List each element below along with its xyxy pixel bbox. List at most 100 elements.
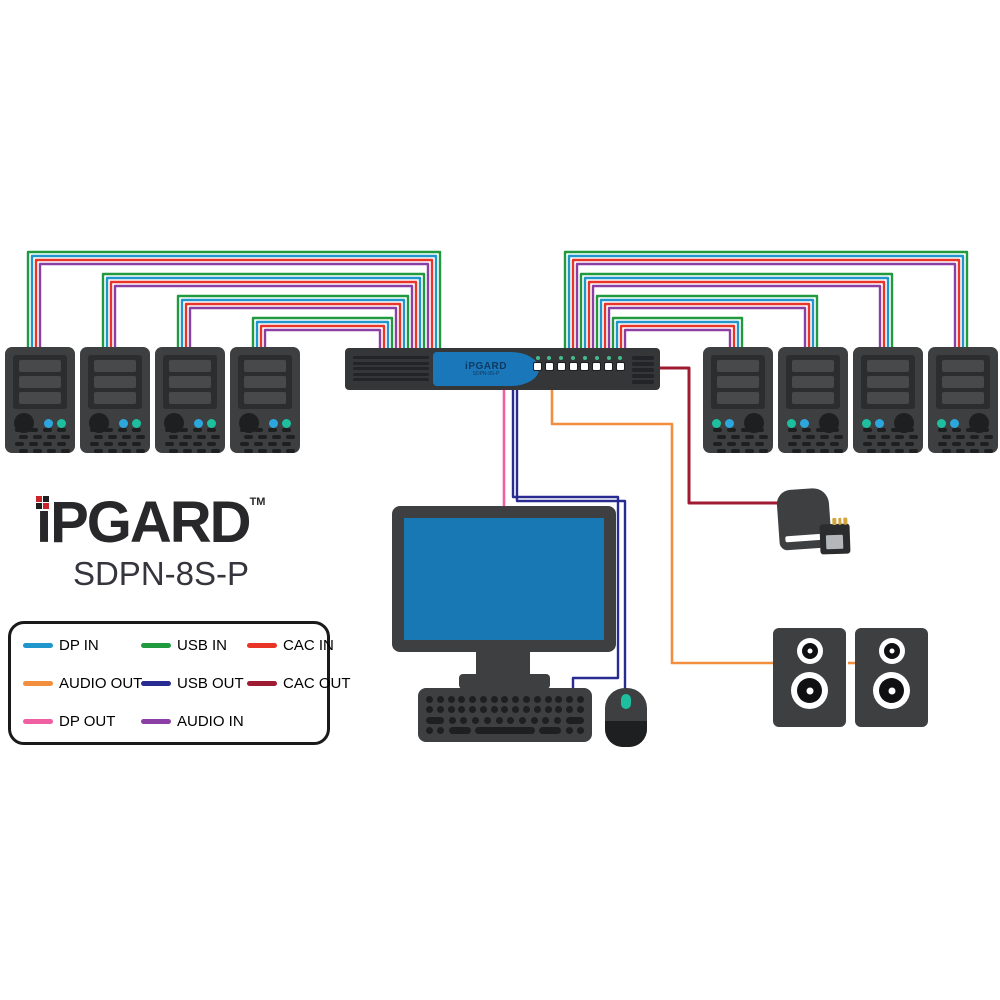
cable-dp_in-pc2 (105, 276, 422, 356)
computer-tower-5 (703, 347, 773, 453)
kvm-channel-3 (556, 356, 566, 371)
cable-cac_in-pc3 (184, 302, 402, 356)
drive-slot (867, 376, 909, 388)
drive-slot (942, 392, 984, 404)
key (448, 726, 471, 734)
front-leds (119, 418, 141, 428)
legend-swatch-usb_out (141, 681, 171, 686)
drive-slot (792, 376, 834, 388)
cable-dp_in-pc6 (599, 298, 815, 356)
legend-label: AUDIO IN (177, 713, 244, 730)
cable-usb_out-keyboard (511, 389, 620, 692)
channel-select-button (615, 362, 625, 371)
led-teal (282, 418, 291, 428)
legend-item-dp_in: DP IN (23, 637, 141, 654)
kvm-switch: iPGARD SDPN-8S-P (345, 348, 660, 390)
key (460, 716, 468, 724)
cable-usb_in-pc3 (176, 294, 410, 356)
tweeter (878, 638, 905, 664)
drive-slot (942, 360, 984, 372)
cable-dp_in-pc8 (567, 254, 965, 356)
mouse (605, 688, 647, 747)
legend-label: USB IN (177, 637, 228, 654)
channel-select-button (533, 362, 542, 371)
vent-grille (860, 428, 918, 453)
key (555, 706, 563, 714)
legend-item-audio_out: AUDIO OUT (23, 675, 142, 692)
logo-i-dot-squares (36, 496, 49, 509)
key (576, 726, 584, 734)
key (523, 696, 531, 703)
chip-pins (832, 517, 848, 526)
key (501, 696, 509, 703)
key (533, 696, 541, 703)
key (469, 696, 477, 703)
vent-grille (162, 428, 220, 453)
cable-audio_in-pc3 (188, 306, 398, 356)
drive-slot (19, 376, 61, 388)
key (533, 706, 541, 714)
legend-item-audio_in: AUDIO IN (141, 713, 247, 730)
cable-usb_in-pc7 (579, 272, 894, 356)
key (576, 706, 584, 714)
legend-item-usb_in: USB IN (141, 637, 247, 654)
drive-slot (717, 376, 759, 388)
cable-dp_in-pc3 (180, 298, 406, 356)
monitor-neck (476, 650, 530, 676)
key (566, 706, 574, 714)
key (507, 716, 515, 724)
keyboard (418, 688, 592, 742)
channel-led (618, 356, 623, 360)
drive-slot (244, 360, 286, 372)
key (472, 716, 480, 724)
key (426, 706, 433, 714)
legend-swatch-cac_in (247, 643, 277, 648)
key (565, 716, 584, 724)
mouse-scroll-wheel (621, 694, 631, 709)
cable-usb_in-pc2 (101, 272, 426, 356)
drive-slot (867, 392, 909, 404)
drive-slot (244, 376, 286, 388)
cable-usb_in-pc6 (595, 294, 819, 356)
computer-tower-1 (5, 347, 75, 453)
drive-bays (13, 355, 67, 409)
mouse-body-lower (605, 721, 647, 747)
keyboard-row (426, 706, 584, 714)
drive-slot (94, 392, 136, 404)
computer-tower-4 (230, 347, 300, 453)
key (519, 716, 527, 724)
brand-block: iPGARDTM SDPN-8S-P (36, 494, 286, 593)
key (479, 706, 487, 714)
speaker-right (855, 628, 928, 727)
channel-led (582, 356, 587, 360)
legend-label: DP IN (59, 637, 99, 654)
channel-select-button (544, 362, 554, 371)
kvm-model-text: SDPN-8S-P (472, 371, 500, 377)
keyboard-row (426, 716, 584, 724)
cable-cac_in-pc5 (619, 324, 736, 356)
legend-swatch-audio_in (141, 719, 171, 724)
computer-tower-7 (853, 347, 923, 453)
computer-tower-3 (155, 347, 225, 453)
computer-tower-8 (928, 347, 998, 453)
cable-audio_in-pc4 (263, 328, 382, 356)
front-leds (44, 418, 66, 428)
led-blue (800, 418, 809, 428)
drive-slot (244, 392, 286, 404)
drive-slot (169, 360, 211, 372)
legend-label: DP OUT (59, 713, 116, 730)
key (448, 716, 456, 724)
drive-slot (94, 360, 136, 372)
key (483, 716, 491, 724)
key (458, 706, 466, 714)
kvm-vent-right (632, 356, 654, 384)
led-teal (937, 418, 946, 428)
drive-slot (792, 392, 834, 404)
channel-select-button (580, 362, 590, 371)
drive-slot (867, 360, 909, 372)
cable-cac_out-cac-reader (654, 366, 784, 505)
kvm-channel-8 (615, 356, 625, 371)
computer-tower-2 (80, 347, 150, 453)
cable-dp_in-pc1 (30, 254, 438, 356)
